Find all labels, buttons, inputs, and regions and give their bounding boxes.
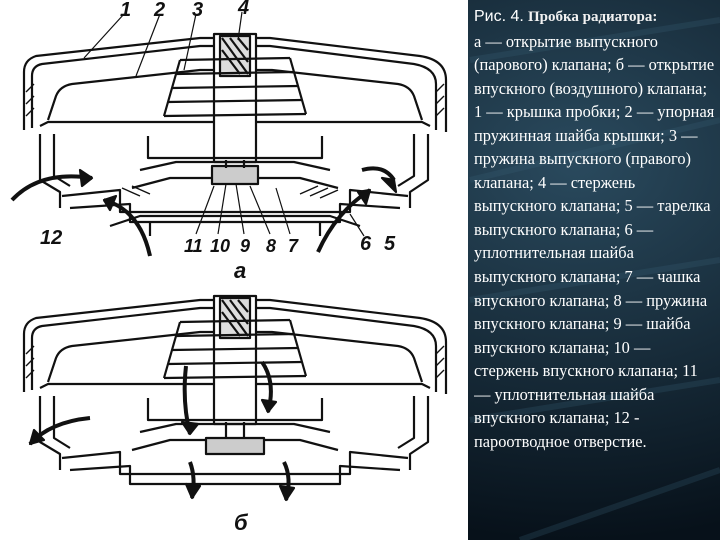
caption-body: а — открытие выпускного (парового) клапа… (474, 31, 715, 451)
callout-9: 9 (240, 236, 250, 256)
sub-label-a: а (234, 258, 246, 283)
callout-10: 10 (210, 236, 230, 256)
figure-caption: Рис. 4. Пробка радиатора: а — открытие в… (474, 4, 718, 536)
callout-labels: 1 2 3 4 12 11 10 9 8 7 6 5 а б (40, 0, 396, 535)
callout-2: 2 (153, 0, 165, 21)
figure-number: Рис. 4. (474, 8, 524, 25)
callout-7: 7 (288, 236, 299, 256)
figure-title: Пробка радиатора: (527, 9, 658, 25)
callout-8: 8 (266, 236, 276, 256)
sub-label-b: б (234, 510, 249, 535)
callout-1: 1 (120, 0, 131, 21)
view-a-drawing (10, 32, 448, 257)
callout-6: 6 (360, 233, 372, 255)
diagram-panel: 1 2 3 4 12 11 10 9 8 7 6 5 а б (0, 0, 468, 540)
callout-5: 5 (384, 233, 396, 255)
callout-4: 4 (237, 0, 249, 19)
callout-12: 12 (40, 227, 62, 249)
view-b-drawing (22, 294, 448, 502)
callout-3: 3 (192, 0, 203, 21)
radiator-cap-diagram: 1 2 3 4 12 11 10 9 8 7 6 5 а б (10, 0, 448, 535)
callout-11: 11 (184, 236, 203, 256)
